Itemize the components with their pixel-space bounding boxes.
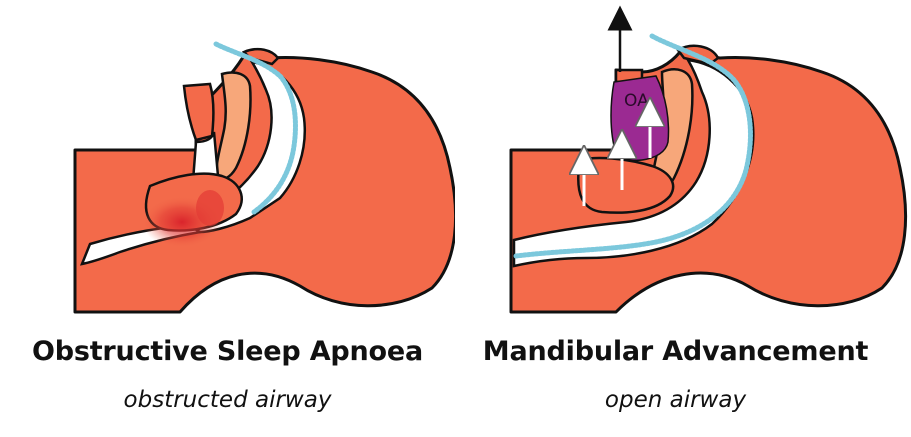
osa-title: Obstructive Sleep Apnoea	[0, 336, 455, 367]
osa-subtitle: obstructed airway	[0, 387, 455, 413]
appliance-label: OA	[624, 91, 649, 111]
osa-head-illustration	[0, 0, 455, 330]
obstruction-core	[196, 190, 224, 226]
mad-head-illustration: OA	[456, 0, 911, 330]
osa-panel: Obstructive Sleep Apnoea obstructed airw…	[0, 0, 455, 437]
oral-appliance	[611, 76, 669, 160]
mad-title: Mandibular Advancement	[448, 336, 903, 367]
mad-subtitle: open airway	[448, 387, 903, 413]
mad-panel: OA Mandibular Advancement open airway	[456, 0, 911, 437]
upper-teeth	[184, 84, 213, 140]
